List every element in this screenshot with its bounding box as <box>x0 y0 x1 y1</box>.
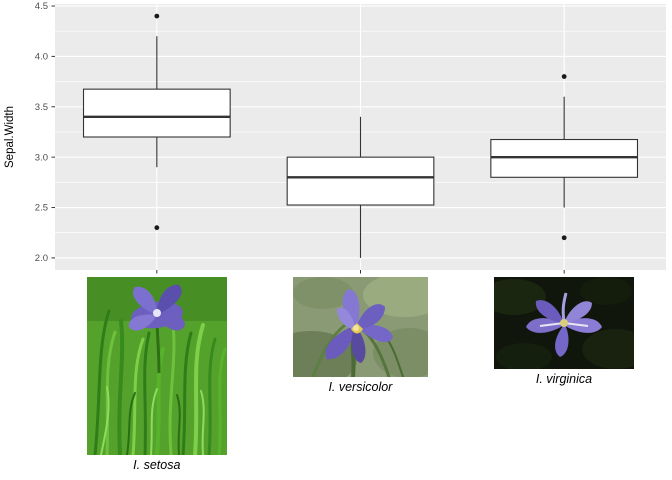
setosa-photo <box>86 277 227 455</box>
axis-label-setosa: I. setosa <box>133 458 181 472</box>
y-tick-label: 4.5 <box>35 1 48 12</box>
axis-label-virginica: I. virginica <box>535 372 593 386</box>
y-tick-label: 2.0 <box>35 253 48 264</box>
y-tick-label: 3.0 <box>35 152 48 163</box>
y-tick-label: 2.5 <box>35 203 48 214</box>
outlier-point <box>154 225 160 231</box>
outlier-point <box>561 74 567 79</box>
axis-image-cell-versicolor: I. versicolor <box>259 277 463 395</box>
y-tick-label: 3.5 <box>35 102 48 113</box>
axis-image-cell-setosa: I. setosa <box>55 277 259 473</box>
outlier-point <box>561 235 567 241</box>
box <box>490 138 639 178</box>
versicolor-photo <box>292 277 428 377</box>
box <box>82 88 231 138</box>
axis-image-cell-virginica: I. virginica <box>462 277 666 387</box>
axis-image-row: I. setosa <box>55 277 666 473</box>
outlier-point <box>154 13 160 19</box>
box <box>286 156 435 206</box>
axis-label-versicolor: I. versicolor <box>328 380 393 394</box>
virginica-photo <box>493 277 634 369</box>
y-tick-label: 4.0 <box>35 52 48 63</box>
y-axis-title: Sepal.Width <box>4 106 16 168</box>
